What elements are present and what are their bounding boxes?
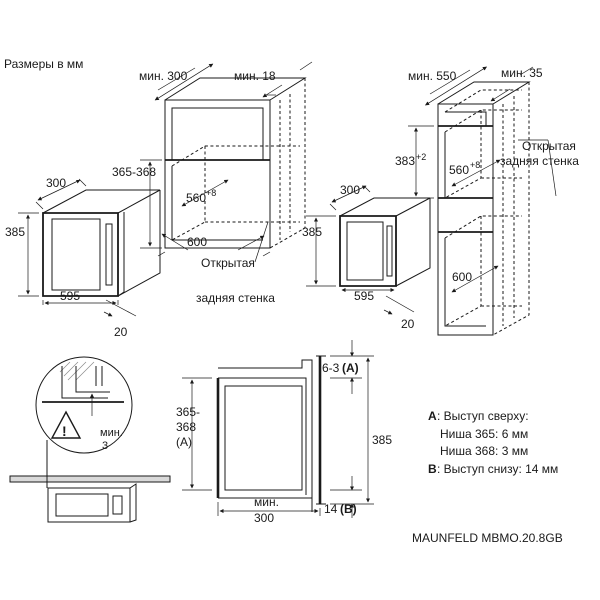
- right-front-offset: 20: [401, 317, 415, 331]
- section-top-protrusion-tag: (A): [342, 361, 359, 375]
- legend-a-line3: Ниша 368: 3 мм: [440, 444, 528, 458]
- section-min-depth-2: 300: [254, 511, 274, 525]
- legend-b-key: B: [428, 462, 437, 476]
- right-width: 595: [354, 289, 374, 303]
- warning-icon: !: [62, 423, 67, 439]
- tall-opening-height: 383: [395, 154, 415, 168]
- wall-open-back-note-1: Открытая: [201, 256, 255, 270]
- wall-open-back-note-2: задняя стенка: [196, 291, 275, 305]
- legend-a-line2: Ниша 365: 6 мм: [440, 427, 528, 441]
- tall-inner-width: 560: [449, 163, 469, 177]
- left-height: 385: [5, 225, 25, 239]
- units-label: Размеры в мм: [4, 57, 83, 71]
- left-width: 595: [60, 289, 80, 303]
- wall-inner-width-tol: +8: [206, 188, 216, 198]
- wall-opening-height: 365-368: [112, 165, 156, 179]
- tall-opening-height-tol: +2: [416, 152, 426, 162]
- section-min-depth-1: мин.: [254, 495, 279, 509]
- wall-inner-width: 560: [186, 191, 206, 205]
- tall-open-back-note-2: задняя стенка: [500, 154, 579, 168]
- legend: A : Выступ сверху: Ниша 365: 6 мм Ниша 3…: [428, 409, 558, 476]
- section-niche-height-1: 365-: [176, 405, 200, 419]
- wall-cabinet-drawing: [164, 77, 307, 249]
- section-niche-height-tag: (A): [176, 435, 192, 449]
- section-bottom-protrusion-tag: (B): [340, 502, 357, 516]
- wall-min-gap: мин. 18: [234, 69, 276, 83]
- wall-min-depth: мин. 300: [139, 69, 188, 83]
- left-front-offset: 20: [114, 325, 128, 339]
- tall-open-back-note-1: Открытая: [522, 139, 576, 153]
- section-niche-height-2: 368: [176, 420, 196, 434]
- legend-a-key: A: [428, 409, 437, 423]
- section-bottom-protrusion: 14: [324, 502, 338, 516]
- wall-outer-width: 600: [187, 235, 207, 249]
- right-depth: 300: [340, 183, 360, 197]
- tall-min-depth: мин. 550: [408, 69, 457, 83]
- section-drawing: [216, 355, 326, 512]
- detail-min-label: мин.: [100, 427, 123, 439]
- appliance-right-drawing: [339, 197, 431, 287]
- tall-inner-width-tol: +8: [470, 160, 480, 170]
- tall-min-gap: мин. 35: [501, 66, 543, 80]
- tall-outer-width: 600: [452, 270, 472, 284]
- detail-drawing: !: [9, 356, 171, 523]
- section-total-height: 385: [372, 433, 392, 447]
- appliance-left-drawing: [42, 189, 161, 297]
- left-depth: 300: [46, 176, 66, 190]
- right-height: 385: [302, 225, 322, 239]
- section-top-protrusion: 6-3: [322, 361, 340, 375]
- tall-cabinet-drawing: [437, 81, 531, 336]
- legend-a-text: : Выступ сверху:: [437, 409, 529, 423]
- legend-b-text: : Выступ снизу: 14 мм: [437, 462, 558, 476]
- model-name: MAUNFELD MBMO.20.8GB: [412, 531, 563, 545]
- detail-min-value: 3: [102, 440, 108, 452]
